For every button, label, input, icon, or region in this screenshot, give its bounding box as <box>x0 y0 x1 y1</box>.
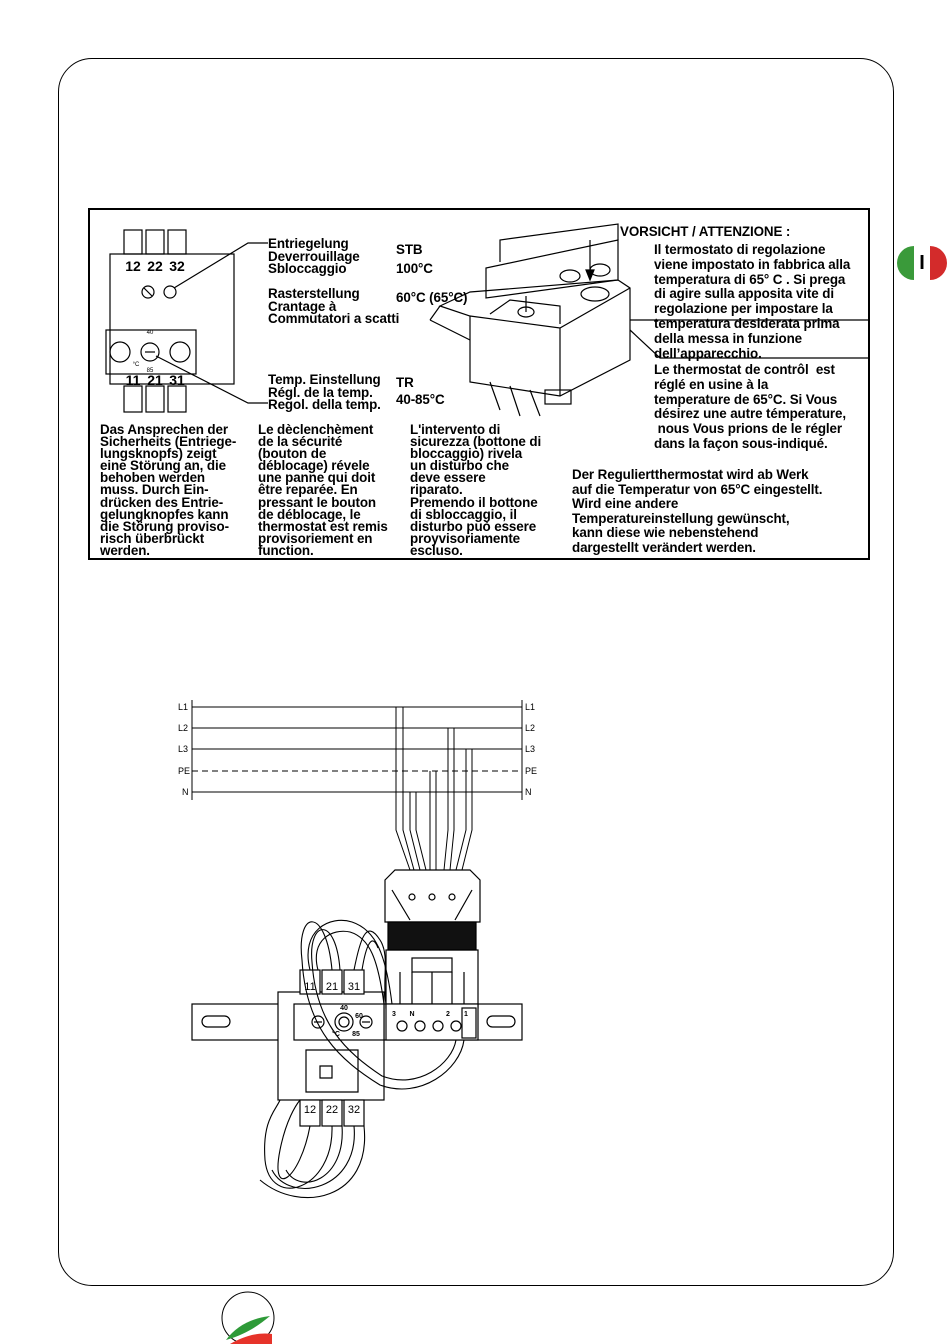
caution-title: VORSICHT / ATTENZIONE : <box>620 224 791 239</box>
top-terminal-32: 32 <box>169 258 185 274</box>
thermostat-instruction-box: 40 °C 85 12 22 32 11 21 31 <box>88 208 870 560</box>
raster-value: 60°C (65°C) <box>396 290 468 305</box>
bottom-terminal-11: 11 <box>126 372 141 388</box>
thermostat-illustration <box>429 223 870 417</box>
small-dial-unit: °C <box>133 362 140 368</box>
caution-german: Der Reguliertthermostat wird ab Werk auf… <box>572 467 823 555</box>
safety-text-german: Das Ansprechen der Sicherheits (Entriege… <box>100 422 237 558</box>
small-dial-label: 40 <box>147 330 154 336</box>
language-flag-italy: I <box>897 246 947 280</box>
temp-labels: Temp. Einstellung Régl. de la temp. Rego… <box>268 372 381 413</box>
bottom-terminal-21: 21 <box>147 372 163 388</box>
temp-value: TR 40-85°C <box>396 375 445 407</box>
raster-labels: Rasterstellung Crantage à Commutatori a … <box>268 286 400 327</box>
thermostat-drawings: 40 °C 85 12 22 32 11 21 31 <box>105 223 870 417</box>
safety-text-french: Le dèclenchèment de la sécurité (bouton … <box>258 422 388 558</box>
top-terminal-12: 12 <box>125 258 141 274</box>
unlock-labels: Entriegelung Deverrouillage Sbloccaggio <box>268 236 360 277</box>
caution-french: Le thermostat de contrôl est réglé en us… <box>654 362 846 451</box>
safety-text-italian: L'intervento di sicurezza (bottone di bl… <box>410 422 542 558</box>
page-frame <box>58 58 894 1286</box>
bottom-logo-icon <box>221 1291 275 1344</box>
small-dial-max: 85 <box>147 368 154 374</box>
top-terminal-22: 22 <box>147 258 163 274</box>
unlock-value: STB 100°C <box>396 242 433 276</box>
language-code: I <box>919 251 925 274</box>
caution-italian: Il termostato di regolazione viene impos… <box>654 242 851 361</box>
bottom-terminal-31: 31 <box>169 372 185 388</box>
